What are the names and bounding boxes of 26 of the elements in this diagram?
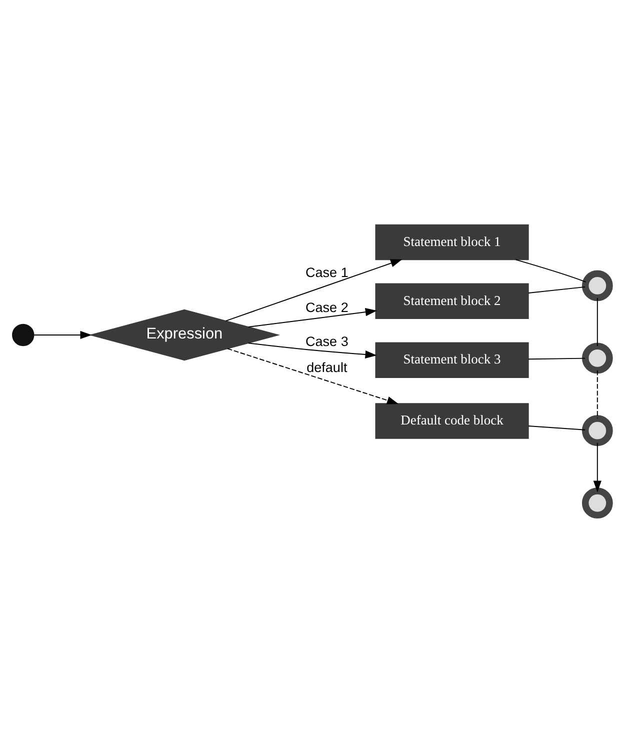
connector <box>596 297 598 346</box>
connector <box>528 426 586 430</box>
node-circle <box>582 488 613 519</box>
arrow <box>593 442 602 492</box>
connector <box>528 358 586 360</box>
edge-label: Case 2 <box>306 300 348 315</box>
node-box: Statement block 2 <box>375 283 529 320</box>
node-box: Default code block <box>375 403 529 439</box>
node-circle <box>582 415 613 446</box>
edge-label: default <box>306 360 348 375</box>
arrow <box>248 342 377 359</box>
node-diamond: Expression <box>88 309 280 361</box>
node-box: Statement block 1 <box>375 224 529 260</box>
node-circle <box>12 324 34 346</box>
node-circle <box>582 270 613 302</box>
connector <box>596 370 598 419</box>
connector <box>528 286 586 294</box>
connector <box>515 259 586 282</box>
arrow <box>34 330 92 340</box>
arrow <box>248 308 378 328</box>
arrow <box>225 259 402 322</box>
arrow <box>227 348 399 404</box>
edge-label: Case 3 <box>306 334 348 349</box>
node-box: Statement block 3 <box>375 342 529 378</box>
node-circle <box>582 342 613 374</box>
edge-label: Case 1 <box>306 265 348 280</box>
